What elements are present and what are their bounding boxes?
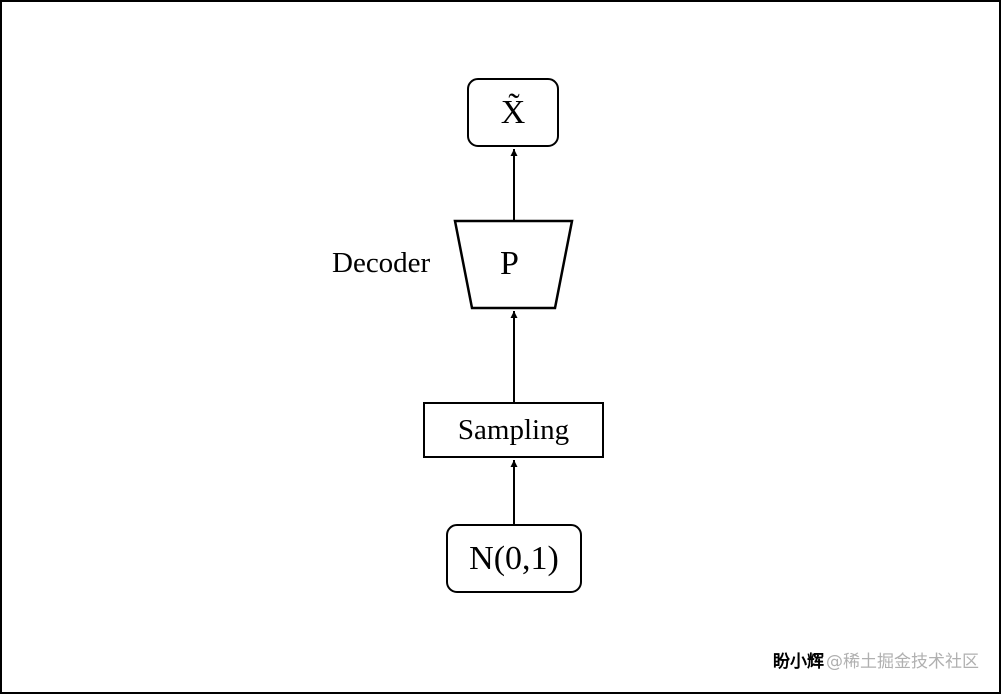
decoder-label: Decoder: [332, 247, 431, 279]
watermark: 盼小辉@稀土掘金技术社区: [773, 647, 979, 672]
prior-node: N(0,1): [446, 524, 582, 593]
watermark-signature: 盼小辉: [773, 652, 824, 672]
prior-label: N(0,1): [469, 539, 559, 577]
watermark-text: @稀土掘金技术社区: [826, 652, 979, 672]
output-node: X̃: [467, 78, 559, 147]
decoder-symbol: P: [500, 245, 519, 282]
decoder-trapezoid: [453, 219, 574, 310]
sampling-node: Sampling: [423, 402, 604, 458]
sampling-label: Sampling: [457, 413, 570, 446]
output-label: X̃: [500, 93, 526, 131]
